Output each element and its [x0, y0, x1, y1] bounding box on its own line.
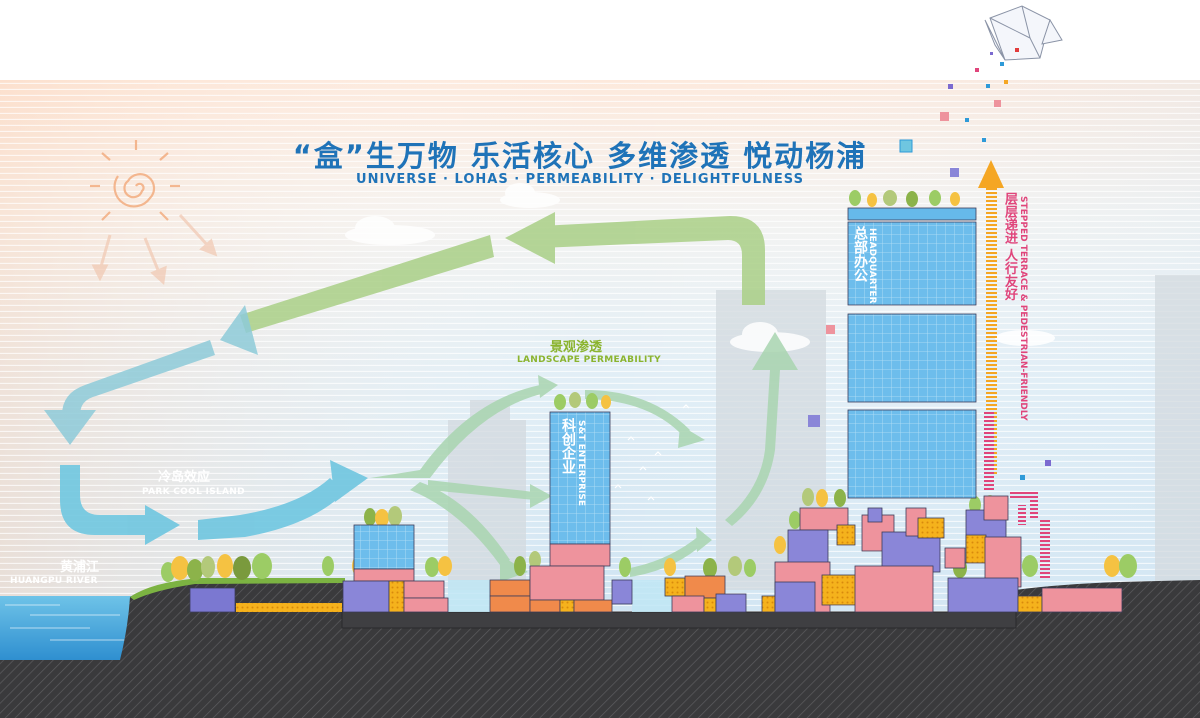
enterprise-tower — [489, 411, 779, 613]
cool-island-label-cn: 冷岛效应 — [158, 470, 211, 485]
podium-cluster-left — [342, 524, 449, 613]
hq-label-en: HEADQUARTER — [867, 228, 877, 304]
green-slope — [130, 578, 345, 600]
tree-icon — [554, 392, 611, 410]
bird-marks — [614, 404, 690, 501]
flying-particles — [808, 48, 1051, 480]
tree-icon — [201, 553, 272, 580]
river-label-cn: 黄浦江 — [60, 560, 100, 575]
water-feature — [448, 580, 490, 612]
tree-icon — [425, 551, 541, 577]
tree-icon — [619, 556, 756, 578]
sun-icon — [90, 140, 180, 221]
clouds — [345, 183, 1055, 352]
podium-base — [341, 611, 1017, 629]
river-waves — [5, 604, 130, 641]
headquarter-tower — [847, 207, 977, 499]
riverside-blocks — [189, 587, 342, 613]
arrow-icon — [60, 460, 368, 545]
flying-box-icon — [984, 5, 1063, 61]
tree-icon — [774, 488, 846, 554]
title-chinese: “盒”生万物 乐活核心 多维渗透 悦动杨浦 — [292, 139, 868, 173]
ground — [0, 580, 1200, 718]
enterprise-label-en: S&T ENTERPRISE — [576, 420, 586, 507]
arrow-icon — [44, 305, 258, 445]
tree-icon — [849, 190, 960, 207]
cool-island-label-en: PARK COOL ISLAND — [142, 487, 245, 497]
arrow-icon — [240, 212, 765, 333]
landscape-label-en: LANDSCAPE PERMEABILITY — [517, 355, 661, 365]
tree-icon — [161, 556, 203, 582]
title-english: UNIVERSE · LOHAS · PERMEABILITY · DELIGH… — [356, 172, 804, 187]
podium-cluster-right — [774, 495, 1123, 613]
terrace-label-en: STEPPED TERRACE & PEDESTRIAN-FRIENDLY — [1018, 196, 1028, 421]
terrace-label-cn: 层层递进 人行友好 — [1002, 192, 1017, 301]
landscape-label-cn: 景观渗透 — [550, 340, 603, 355]
hq-label-cn: 总部办公 — [852, 226, 868, 282]
river-label-en: HUANGPU RIVER — [10, 576, 98, 586]
air-flow-arrows — [44, 212, 798, 586]
stepped-terrace-path — [978, 160, 1050, 580]
enterprise-label-cn: 科创企业 — [560, 418, 576, 474]
sun-ray-arrows — [91, 213, 218, 285]
